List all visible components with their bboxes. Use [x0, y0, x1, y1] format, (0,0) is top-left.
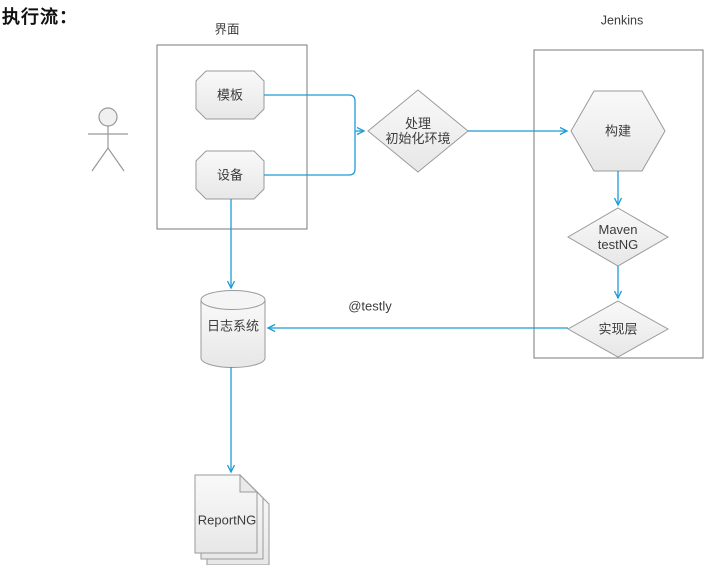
- user-actor-icon: [88, 107, 128, 172]
- edge-template-device-merge: [264, 94, 356, 176]
- page-title: 执行流：: [2, 7, 78, 27]
- device-node-shape: [195, 150, 265, 200]
- impl-layer-node-shape: [566, 300, 670, 358]
- reportng-node-shape: [194, 473, 270, 565]
- log-system-node-shape: [200, 290, 266, 368]
- build-node-shape: [570, 90, 666, 172]
- init-env-node-shape: [367, 89, 469, 173]
- template-node-shape: [195, 70, 265, 120]
